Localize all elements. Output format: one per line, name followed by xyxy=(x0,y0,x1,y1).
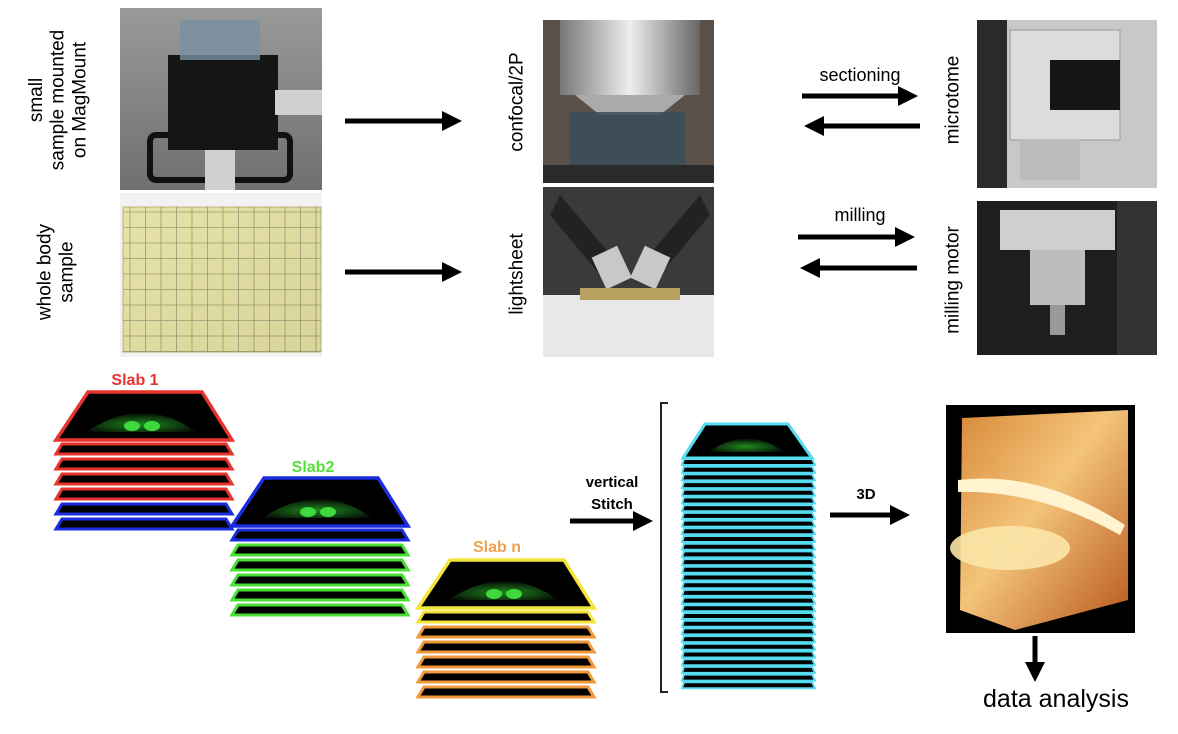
stitched-layer xyxy=(680,473,817,482)
stitched-layer xyxy=(680,550,817,559)
slab-stack-3 xyxy=(414,558,598,699)
stitched-layer xyxy=(680,588,817,597)
stitched-layer xyxy=(680,612,817,620)
analysis-label: data analysis xyxy=(983,685,1129,713)
label-confocal-text: confocal/2P xyxy=(507,52,528,151)
brain-section-image xyxy=(708,438,784,452)
stitched-layer xyxy=(680,488,817,497)
brain-feature xyxy=(506,589,522,599)
slab-layer xyxy=(415,655,597,669)
stitched-layer xyxy=(680,665,817,674)
slab-layer xyxy=(53,457,235,471)
brain-feature xyxy=(486,589,502,599)
stitched-layer xyxy=(680,635,817,644)
slab-layer xyxy=(53,502,235,516)
stitched-layer xyxy=(680,681,817,690)
stitched-layer xyxy=(680,604,817,613)
brain-section-image xyxy=(448,581,558,600)
stitched-layer xyxy=(680,496,817,505)
label-milling-motor-text: milling motor xyxy=(943,225,964,333)
label-small-sample-line: sample mounted xyxy=(48,30,69,170)
stitched-layer xyxy=(680,527,817,536)
slab-layer xyxy=(229,573,411,587)
label-sectioning: sectioning xyxy=(819,65,900,85)
render-3d-volume xyxy=(946,405,1135,633)
stitch-label-line2: Stitch xyxy=(591,496,633,513)
label-microtome-text: microtome xyxy=(943,56,964,145)
label-milling-motor: milling motor xyxy=(943,225,964,333)
label-small-sample-line: small xyxy=(26,78,47,122)
slab-layer xyxy=(53,442,235,456)
slab-label: Slab n xyxy=(473,539,521,556)
stitch-label-line1: vertical xyxy=(586,474,639,491)
stitched-layer xyxy=(680,511,817,520)
slab-layer xyxy=(415,670,597,684)
stitched-layer xyxy=(680,596,817,605)
stitched-layer xyxy=(680,619,817,628)
label-lightsheet-text: lightsheet xyxy=(507,233,528,315)
label-microtome: microtome xyxy=(943,56,964,145)
stitched-layer xyxy=(680,458,817,466)
slab-layer xyxy=(229,603,411,617)
brain-feature xyxy=(300,507,316,517)
label-small-sample-line: on MagMount xyxy=(70,41,91,158)
stitched-layer xyxy=(680,642,817,651)
slab-layer xyxy=(415,685,597,699)
brain-section-image xyxy=(86,413,196,432)
stack-bracket xyxy=(660,402,668,693)
stitched-layer xyxy=(680,558,817,567)
brain-feature xyxy=(320,507,336,517)
slab-layer xyxy=(229,558,411,572)
slab-layer xyxy=(415,640,597,654)
photo-microtome xyxy=(977,20,1157,188)
slab-layer xyxy=(53,472,235,486)
stitched-layer xyxy=(680,673,817,682)
slab-layer xyxy=(415,625,597,639)
stitched-layer xyxy=(680,650,817,659)
label-whole-body-sample-line: sample xyxy=(57,241,78,302)
brain-section-image xyxy=(262,499,372,518)
slab-label: Slab 1 xyxy=(111,372,158,389)
slab-layer xyxy=(415,610,597,624)
label-lightsheet: lightsheet xyxy=(507,233,528,315)
photo-confocal xyxy=(543,20,714,183)
slab-label: Slab2 xyxy=(292,459,335,476)
label-whole-body-sample-line: whole body xyxy=(35,223,56,321)
render-label: 3D xyxy=(856,486,875,503)
slab-layer xyxy=(53,487,235,501)
stitched-layer xyxy=(680,581,817,590)
slab-stack-2 xyxy=(228,476,412,617)
slab-layer xyxy=(229,588,411,602)
slab-stack-1 xyxy=(52,390,236,531)
photo-whole-body-block xyxy=(120,193,322,357)
stitched-layer xyxy=(680,481,817,490)
label-milling: milling xyxy=(834,205,885,225)
stitched-layer xyxy=(680,627,817,636)
label-confocal: confocal/2P xyxy=(507,52,528,151)
slab-layer xyxy=(229,543,411,557)
slab-layer xyxy=(229,528,411,542)
brain-feature xyxy=(124,421,140,431)
photo-magmount xyxy=(120,8,322,190)
slab-layer xyxy=(53,517,235,531)
stitched-layer xyxy=(680,542,817,551)
stitched-layer xyxy=(680,658,817,667)
stitched-layer xyxy=(680,573,817,582)
stitched-layer xyxy=(680,565,817,574)
stitched-layer xyxy=(680,519,817,528)
brain-feature xyxy=(144,421,160,431)
stitched-layer xyxy=(680,465,817,474)
stitched-layer xyxy=(680,535,817,543)
photo-lightsheet xyxy=(543,187,714,357)
stitched-layer xyxy=(680,504,817,513)
photo-milling-motor xyxy=(977,201,1157,355)
